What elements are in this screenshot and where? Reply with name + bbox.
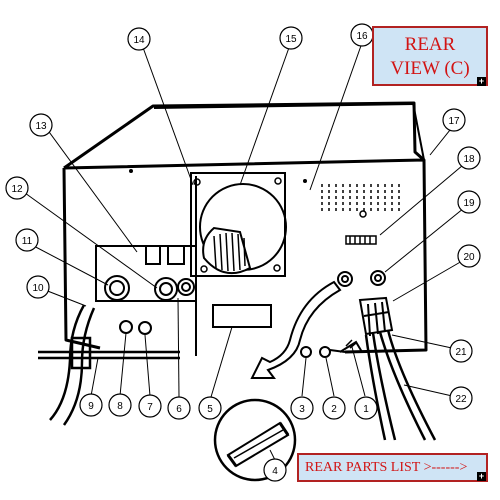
callout-7: 7	[147, 402, 153, 413]
connector-panel	[95, 245, 197, 335]
title-line-1: REAR	[404, 34, 456, 55]
callout-20: 20	[463, 252, 475, 263]
expand-icon[interactable]: +	[477, 76, 486, 86]
expand-icon[interactable]: +	[477, 471, 486, 481]
callout-19: 19	[463, 198, 475, 209]
callout-1: 1	[363, 404, 369, 415]
callout-11: 11	[22, 236, 33, 247]
vent-grille	[321, 184, 400, 214]
callout-3: 3	[299, 404, 305, 415]
callout-10: 10	[32, 283, 44, 294]
leader-lines	[24, 39, 470, 463]
callout-17: 17	[448, 116, 460, 127]
rear-parts-list-link[interactable]: REAR PARTS LIST >------> +	[297, 453, 488, 482]
callout-14: 14	[133, 35, 145, 46]
callout-2: 2	[331, 404, 337, 415]
callout-22: 22	[455, 394, 467, 405]
terminal-strip	[345, 235, 377, 245]
callout-13: 13	[35, 121, 47, 132]
cabinet	[62, 101, 428, 354]
callout-8: 8	[117, 401, 123, 412]
callout-labels: 1 2 3 4 5 6 7 8 9 10 11 12 13 14 15 16 1…	[11, 31, 475, 477]
callout-12: 12	[11, 184, 23, 195]
fan-housing	[190, 172, 287, 277]
callout-15: 15	[285, 34, 297, 45]
callout-16: 16	[356, 31, 368, 42]
callout-6: 6	[176, 404, 182, 415]
knobs	[300, 270, 386, 358]
direction-arrow	[250, 280, 342, 379]
label-plate	[212, 304, 272, 328]
rear-parts-list-label: REAR PARTS LIST >------>	[305, 460, 468, 475]
callout-21: 21	[455, 347, 467, 358]
title-line-2: VIEW (C)	[390, 58, 470, 79]
power-entry	[339, 296, 394, 353]
rear-view-title-box: REAR VIEW (C) +	[372, 26, 488, 86]
callout-9: 9	[88, 401, 94, 412]
callout-18: 18	[463, 154, 475, 165]
cables	[38, 304, 437, 441]
callout-bubbles	[5, 23, 481, 482]
callout-5: 5	[207, 404, 213, 415]
callout-4: 4	[272, 466, 278, 477]
